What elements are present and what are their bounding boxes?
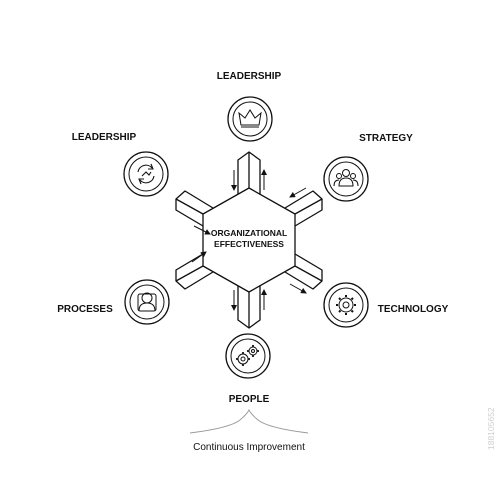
node-label-leadership-top: LEADERSHIP <box>217 71 282 82</box>
node-label-technology: TECHNOLOGY <box>378 304 449 315</box>
node-proceses: PROCESES <box>57 279 170 325</box>
team-icon <box>333 169 359 187</box>
node-technology: TECHNOLOGY <box>323 282 449 328</box>
node-label-strategy: STRATEGY <box>359 133 413 144</box>
node-label-people: PEOPLE <box>229 394 270 405</box>
gear-icon <box>336 295 356 315</box>
flow-arrows <box>191 169 307 311</box>
gears-icon <box>236 345 259 366</box>
node-label-proceses: PROCESES <box>57 304 113 315</box>
watermark-id: 188105652 <box>486 407 496 450</box>
center-label-line1: ORGANIZATIONAL <box>211 228 287 238</box>
node-leadership-left: LEADERSHIP <box>72 132 169 197</box>
crown-icon <box>238 109 262 128</box>
node-label-leadership-left: LEADERSHIP <box>72 132 137 143</box>
hexagon-frame <box>175 151 323 329</box>
node-people: PEOPLE <box>225 333 271 405</box>
node-strategy: STRATEGY <box>323 133 413 202</box>
cycle-icon <box>137 163 155 185</box>
node-leadership-top: LEADERSHIP <box>217 71 282 142</box>
brace <box>189 408 309 434</box>
person-icon <box>137 292 157 312</box>
center-label-line2: EFFECTIVENESS <box>214 239 284 249</box>
footer-caption: Continuous Improvement <box>193 442 305 453</box>
